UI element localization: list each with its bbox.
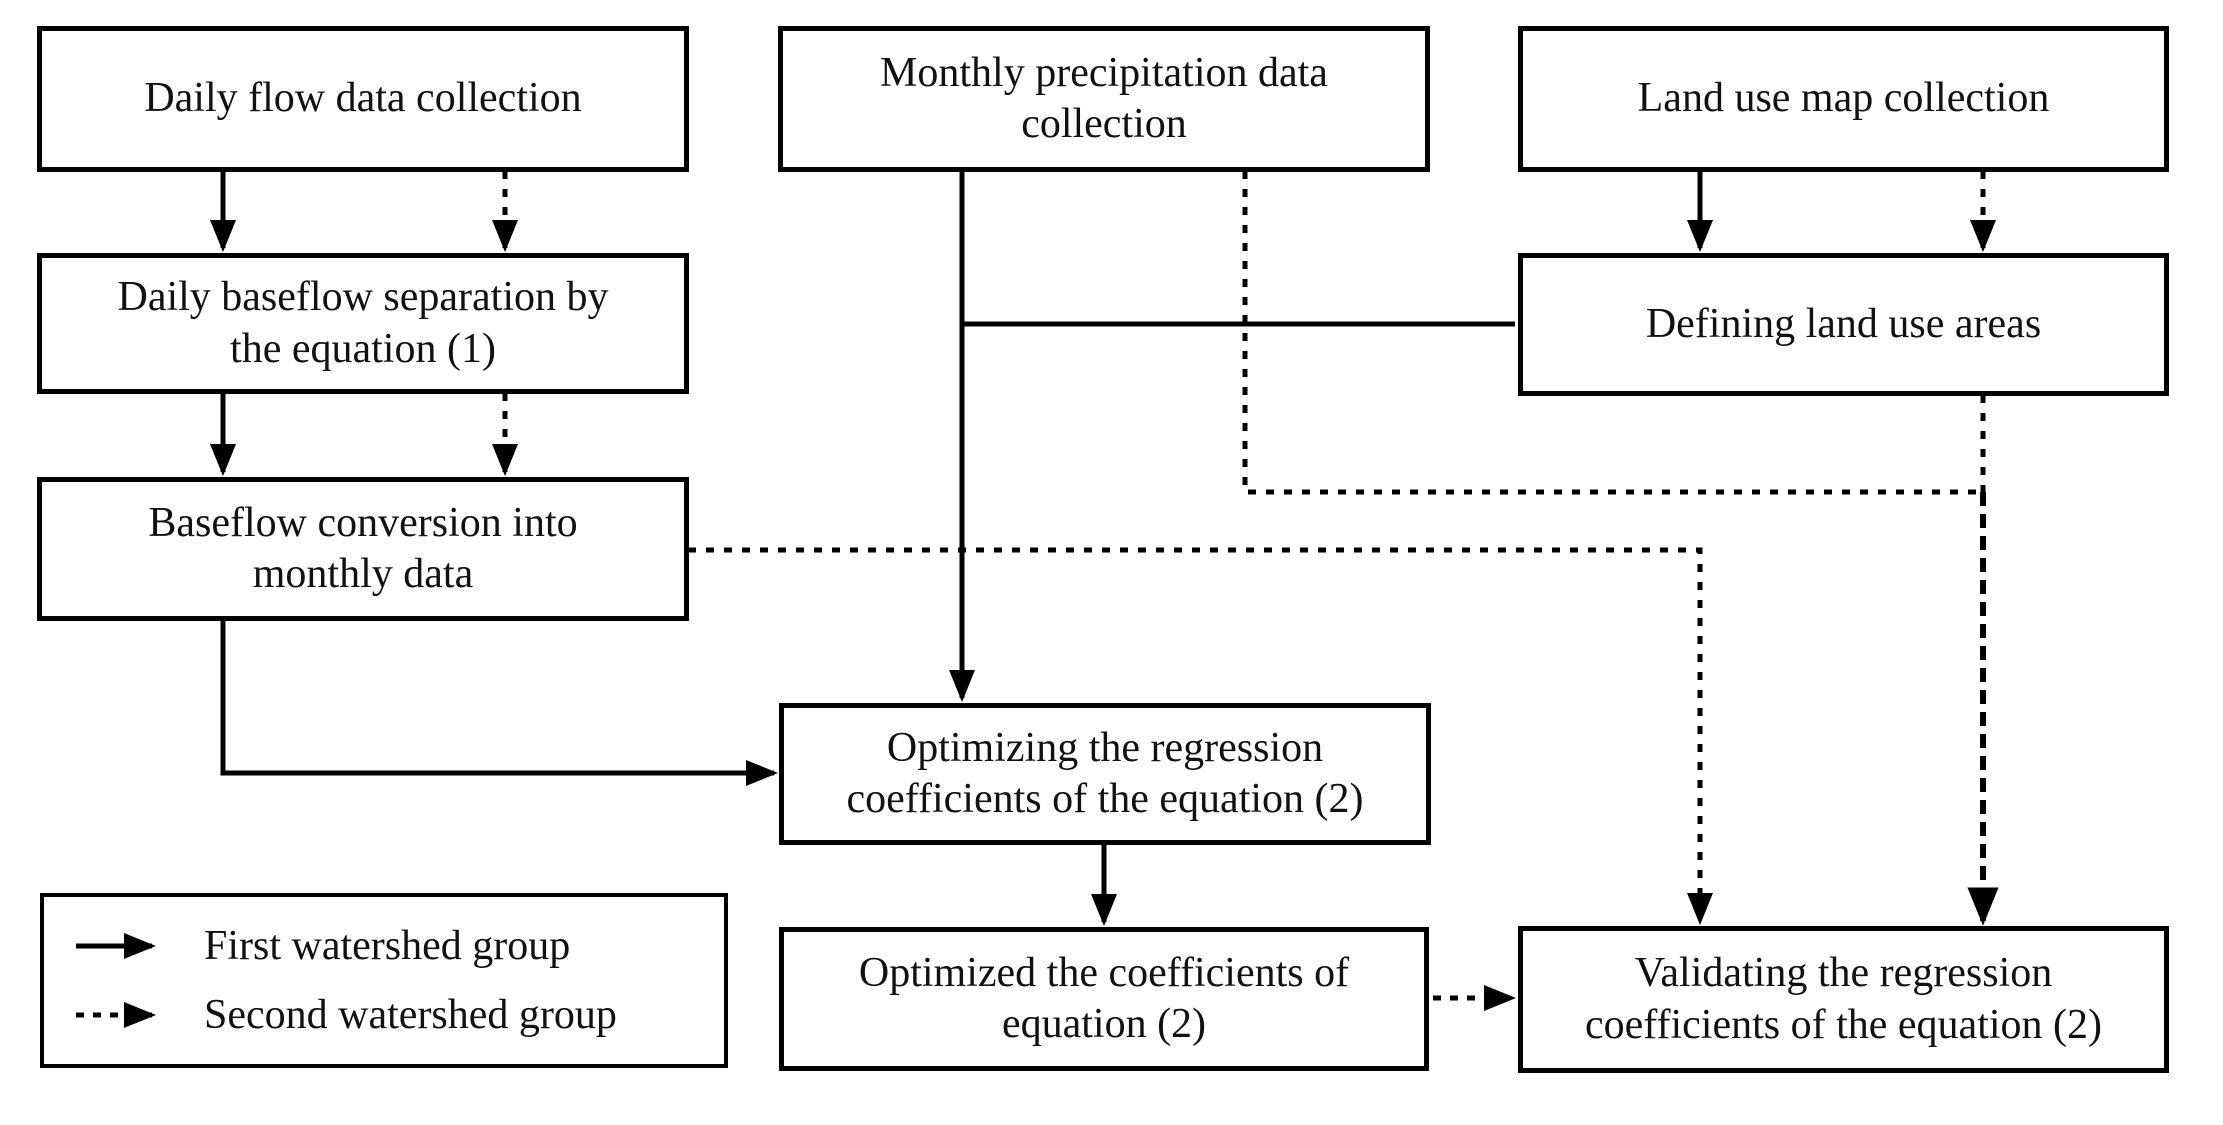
legend-label: First watershed group xyxy=(204,922,571,969)
node-label: Optimizing the regression coefficients o… xyxy=(846,724,1364,822)
legend-label: Second watershed group xyxy=(204,992,617,1039)
edge-precip-elbow-dotted xyxy=(1242,171,1980,495)
node-baseflow-conversion-monthly: Baseflow conversion into monthly data xyxy=(37,477,689,621)
legend-item-second-watershed-group: Second watershed group xyxy=(70,991,714,1039)
legend-dotted-arrow-icon xyxy=(76,1002,157,1029)
node-label: Monthly precipitation data collection xyxy=(880,49,1328,147)
edge-conversion-to-validating-dotted xyxy=(688,547,1713,926)
legend-box: First watershed group Second watershed g… xyxy=(40,893,728,1068)
node-land-use-map-collection: Land use map collection xyxy=(1518,26,2169,172)
node-label: Validating the regression coefficients o… xyxy=(1584,950,2103,1048)
node-label: Daily baseflow separation by the equatio… xyxy=(117,274,609,372)
legend-item-first-watershed-group: First watershed group xyxy=(70,922,714,970)
node-label: Baseflow conversion into monthly data xyxy=(148,499,578,597)
legend-solid-arrow-icon xyxy=(76,932,157,959)
edge-conversion-to-optimizing-solid xyxy=(220,620,779,787)
node-daily-flow-data-collection: Daily flow data collection xyxy=(37,26,689,172)
node-label: Land use map collection xyxy=(1637,75,2050,122)
node-optimized-coefficients: Optimized the coefficients of equation (… xyxy=(779,927,1429,1071)
node-label: Defining land use areas xyxy=(1645,300,2042,347)
node-optimizing-regression-coefficients: Optimizing the regression coefficients o… xyxy=(779,703,1431,845)
node-label: Daily flow data collection xyxy=(144,75,582,122)
node-label: Optimized the coefficients of equation (… xyxy=(858,949,1350,1047)
node-monthly-precipitation-data-collection: Monthly precipitation data collection xyxy=(778,26,1430,172)
node-defining-land-use-areas: Defining land use areas xyxy=(1518,253,2169,396)
node-validating-regression-coefficients: Validating the regression coefficients o… xyxy=(1518,926,2169,1073)
node-daily-baseflow-separation: Daily baseflow separation by the equatio… xyxy=(37,253,689,394)
